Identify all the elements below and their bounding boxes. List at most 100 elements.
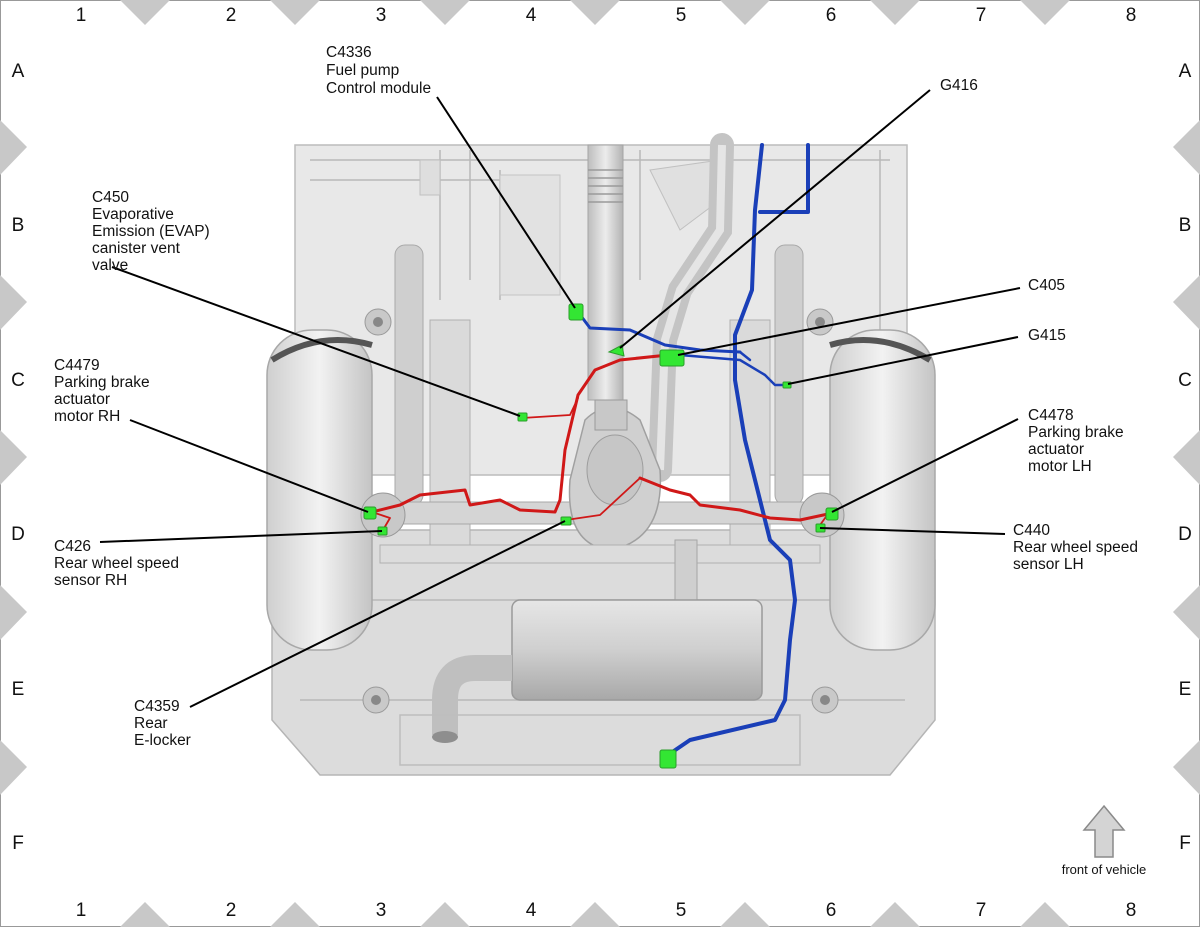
up-arrow-icon [1082, 804, 1126, 858]
callout-c4479-line-0: C4479 [54, 357, 100, 374]
callout-c4336-line-1: Fuel pump [326, 62, 399, 79]
callout-c4359-line-2: E-locker [134, 732, 191, 749]
driveshaft [587, 144, 624, 401]
col-label-7: 7 [976, 900, 987, 921]
col-label-1: 1 [76, 900, 87, 921]
callout-c450-line-2: Emission (EVAP) [92, 223, 210, 240]
callout-c4478-line-1: Parking brake [1028, 424, 1124, 441]
leader-g415 [787, 336, 1019, 385]
callout-c4478: C4478 Parking brake actuator motor LH [1028, 407, 1128, 475]
callout-c4359-line-1: Rear [134, 715, 168, 732]
connector-rear [659, 749, 677, 769]
blue-harness-g415 [678, 353, 792, 387]
connector-c450 [517, 412, 528, 422]
muffler [511, 599, 763, 701]
callout-c450-line-1: Evaporative [92, 206, 174, 223]
callout-c440-line-2: sensor LH [1013, 556, 1084, 573]
callout-c4359: C4359 Rear E-locker [134, 698, 191, 749]
callout-c4359-line-0: C4359 [134, 698, 180, 715]
red-harness-lh [638, 476, 830, 522]
col-label-4: 4 [526, 900, 537, 921]
red-harness-main [370, 353, 670, 514]
callout-g416-line-0: G416 [940, 77, 978, 94]
front-of-vehicle-label: front of vehicle [1062, 862, 1147, 877]
col-label-5: 5 [676, 5, 687, 26]
leader-c4336 [436, 96, 576, 309]
col-label-2: 2 [226, 900, 237, 921]
callout-c426-line-2: sensor RH [54, 572, 127, 589]
row-label-f: F [12, 833, 24, 854]
callout-c440-line-0: C440 [1013, 522, 1050, 539]
callout-g415: G415 [1028, 327, 1066, 344]
callout-c450: C450 Evaporative Emission (EVAP) caniste… [92, 189, 214, 274]
red-harness-locker [565, 477, 641, 521]
connector-c4479 [363, 506, 377, 520]
leader-c4359 [189, 520, 566, 708]
row-label-d: D [11, 524, 25, 545]
callout-c4336-line-2: Control module [326, 80, 431, 97]
row-label-a: A [12, 61, 25, 82]
leader-c4478 [831, 418, 1019, 513]
connector-c405 [659, 349, 685, 367]
col-label-3: 3 [376, 5, 387, 26]
callout-c4336-line-0: C4336 [326, 44, 372, 61]
leader-c450 [111, 266, 521, 417]
row-label-d: D [1178, 524, 1192, 545]
col-label-3: 3 [376, 900, 387, 921]
grid-row-labels-left: A B C D E F [11, 61, 25, 854]
callout-c4478-line-0: C4478 [1028, 407, 1074, 424]
leader-c440 [819, 527, 1006, 535]
callout-c4479-line-2: actuator [54, 391, 110, 408]
callout-c426: C426 Rear wheel speed sensor RH [54, 538, 183, 589]
callout-c4478-line-2: actuator [1028, 441, 1084, 458]
callout-c405-line-0: C405 [1028, 277, 1065, 294]
row-label-e: E [12, 679, 25, 700]
callout-c450-line-0: C450 [92, 189, 129, 206]
callout-c405: C405 [1028, 277, 1065, 294]
callout-c440-line-1: Rear wheel speed [1013, 539, 1138, 556]
callout-c450-line-3: canister vent [92, 240, 181, 257]
col-label-2: 2 [226, 5, 237, 26]
blue-harness-main [666, 143, 797, 757]
callout-c426-line-1: Rear wheel speed [54, 555, 179, 572]
grid-column-labels-top: 1 2 3 4 5 6 7 8 [76, 5, 1137, 26]
connectors [363, 303, 839, 769]
row-label-a: A [1179, 61, 1192, 82]
leader-lines [99, 89, 1021, 708]
leader-c426 [99, 530, 383, 543]
connector-c4336 [568, 303, 584, 321]
callout-g416: G416 [940, 77, 978, 94]
row-label-c: C [11, 370, 25, 391]
row-label-b: B [1179, 215, 1192, 236]
col-label-8: 8 [1126, 5, 1137, 26]
row-label-c: C [1178, 370, 1192, 391]
leader-c4479 [129, 419, 369, 513]
callout-c4336: C4336 Fuel pump Control module [326, 44, 431, 97]
red-harness-evap [521, 397, 579, 419]
col-label-8: 8 [1126, 900, 1137, 921]
grid-column-labels-bottom: 1 2 3 4 5 6 7 8 [76, 900, 1137, 921]
col-label-4: 4 [526, 5, 537, 26]
col-label-5: 5 [676, 900, 687, 921]
callout-c4479: C4479 Parking brake actuator motor RH [54, 357, 154, 425]
red-harness [370, 353, 830, 531]
row-label-b: B [12, 215, 25, 236]
connector-c4359 [560, 516, 572, 526]
vehicle-underbody [266, 133, 936, 776]
col-label-6: 6 [826, 5, 837, 26]
callout-c426-line-0: C426 [54, 538, 91, 555]
callout-c4478-line-3: motor LH [1028, 458, 1092, 475]
front-of-vehicle-indicator: front of vehicle [1062, 804, 1147, 877]
leader-c405 [677, 287, 1021, 356]
callout-c440: C440 Rear wheel speed sensor LH [1013, 522, 1142, 573]
leader-g416 [619, 89, 931, 349]
col-label-6: 6 [826, 900, 837, 921]
col-label-1: 1 [76, 5, 87, 26]
grid-row-labels-right: A B C D E F [1178, 61, 1192, 854]
callout-c4479-line-1: Parking brake [54, 374, 150, 391]
callout-g415-line-0: G415 [1028, 327, 1066, 344]
tire-rh [266, 329, 373, 651]
callout-c4479-line-3: motor RH [54, 408, 120, 425]
